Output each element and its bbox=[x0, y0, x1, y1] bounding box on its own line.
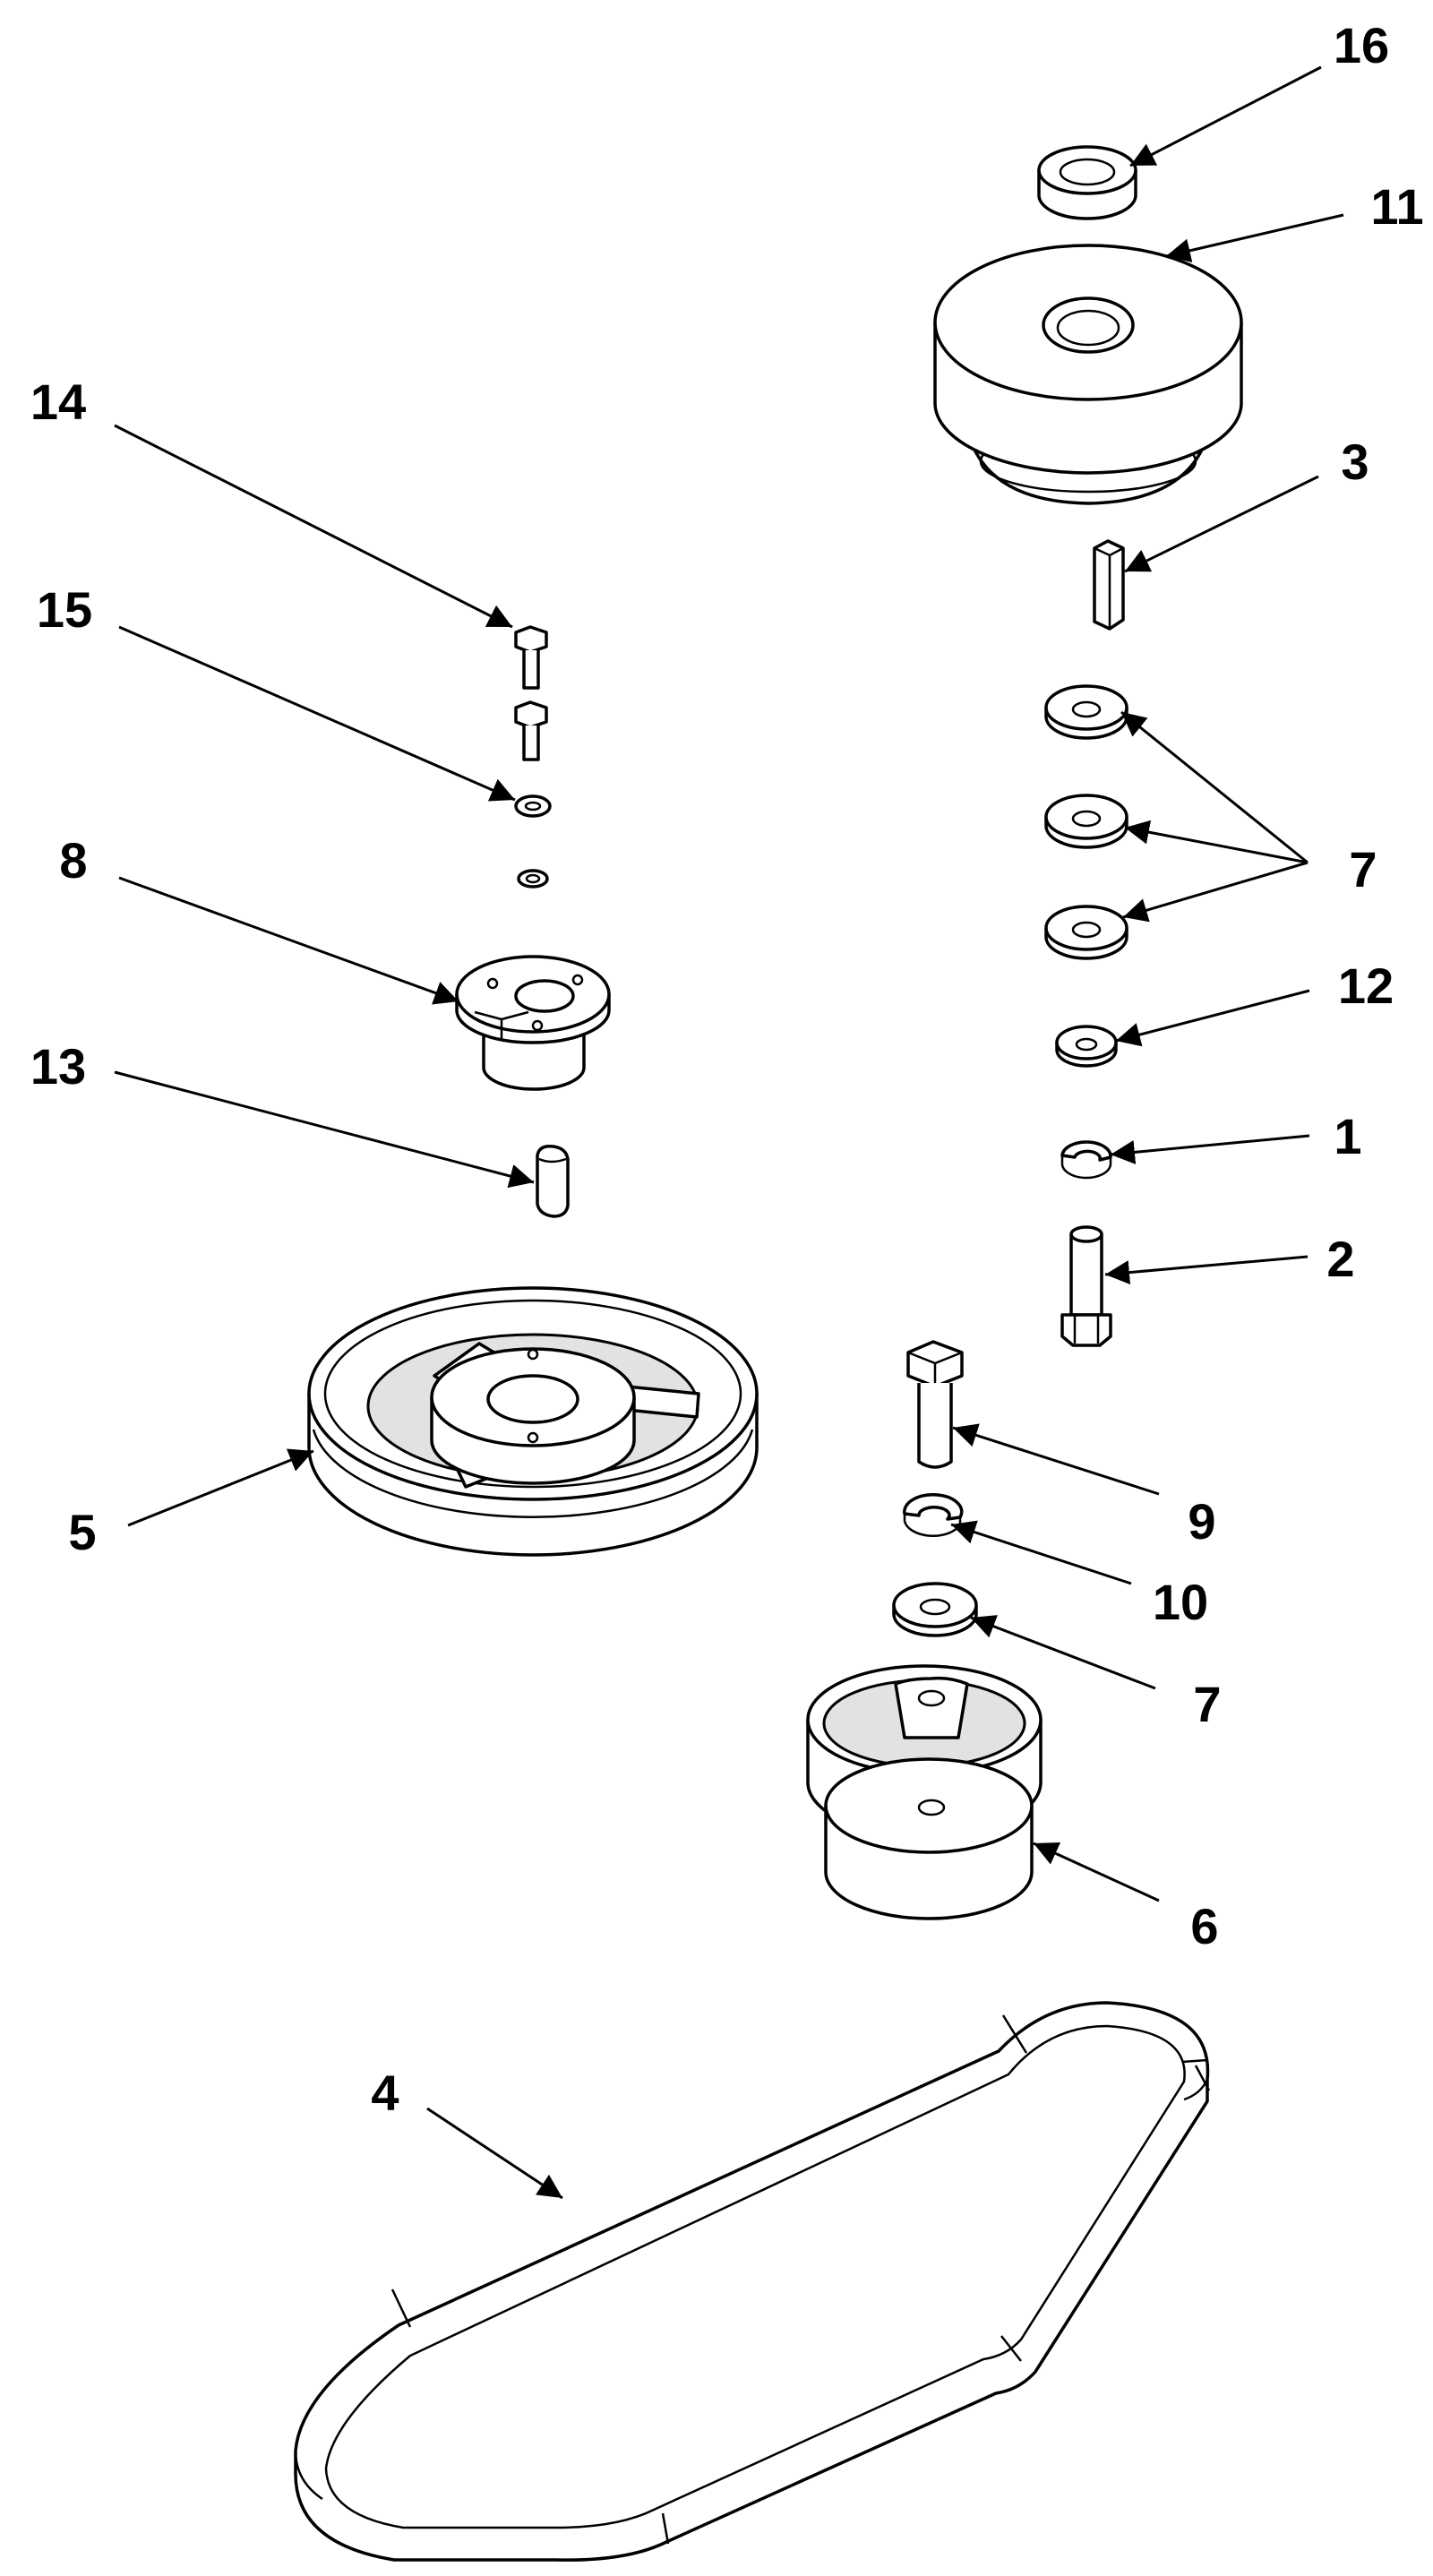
callout-12: 12 bbox=[1338, 957, 1394, 1014]
callout-7-upper: 7 bbox=[1349, 841, 1377, 897]
leader-8 bbox=[118, 876, 459, 1005]
part-1-lock-washer bbox=[1060, 1140, 1112, 1180]
callout-14: 14 bbox=[30, 374, 86, 430]
callout-1: 1 bbox=[1334, 1108, 1361, 1164]
callout-8: 8 bbox=[59, 832, 87, 889]
part-15-lock-washers bbox=[514, 794, 552, 889]
part-9-hex-bolt bbox=[906, 1340, 964, 1469]
part-4-belt bbox=[294, 2001, 1211, 2562]
leader-13 bbox=[114, 1070, 535, 1189]
leader-7a-top bbox=[1120, 710, 1309, 864]
leader-10 bbox=[950, 1520, 1132, 1585]
leader-12 bbox=[1115, 989, 1310, 1047]
callout-6: 6 bbox=[1190, 1898, 1218, 1954]
washer-7-middle bbox=[1044, 794, 1128, 849]
leader-14 bbox=[114, 424, 513, 629]
leader-15 bbox=[118, 625, 516, 802]
leader-6 bbox=[1033, 1842, 1160, 1902]
part-8-hub bbox=[455, 955, 611, 1091]
leader-1 bbox=[1110, 1134, 1310, 1164]
washer-7-bottom bbox=[1044, 905, 1128, 960]
washer-7-top bbox=[1044, 684, 1128, 740]
callout-5: 5 bbox=[68, 1504, 96, 1560]
callout-15: 15 bbox=[37, 581, 92, 638]
leader-7b bbox=[970, 1615, 1156, 1690]
leader-3 bbox=[1124, 475, 1319, 573]
callout-13: 13 bbox=[30, 1038, 86, 1095]
part-7-washers-group bbox=[1044, 684, 1128, 960]
leader-4 bbox=[426, 2107, 563, 2200]
washer-7-lower bbox=[892, 1582, 978, 1637]
leader-16 bbox=[1129, 65, 1322, 167]
part-13-key bbox=[536, 1144, 570, 1218]
part-10-lock-washer bbox=[903, 1493, 964, 1537]
callout-9: 9 bbox=[1188, 1493, 1215, 1550]
callout-11: 11 bbox=[1370, 178, 1423, 235]
callout-10: 10 bbox=[1153, 1574, 1208, 1630]
part-6-idler-pulley bbox=[806, 1664, 1043, 1920]
callout-7-lower: 7 bbox=[1193, 1676, 1221, 1732]
part-12-washer bbox=[1055, 1025, 1118, 1068]
leader-5 bbox=[127, 1448, 314, 1527]
leader-7a-bottom bbox=[1122, 861, 1309, 923]
leader-lines bbox=[114, 65, 1344, 2200]
part-11-clutch bbox=[933, 244, 1243, 505]
part-14-cap-screws bbox=[514, 625, 548, 761]
leader-9 bbox=[952, 1423, 1160, 1496]
part-3-key bbox=[1093, 539, 1125, 631]
callout-4: 4 bbox=[371, 2065, 399, 2121]
callout-16: 16 bbox=[1334, 17, 1389, 73]
part-16-spacer bbox=[1037, 145, 1137, 220]
callout-3: 3 bbox=[1341, 434, 1369, 490]
part-5-large-pulley bbox=[307, 1286, 759, 1557]
callout-labels: 16 11 14 3 15 8 7 12 13 1 2 5 9 10 7 6 4 bbox=[30, 17, 1424, 2121]
callout-2: 2 bbox=[1326, 1231, 1354, 1287]
leader-2 bbox=[1104, 1255, 1309, 1285]
leader-7a-middle bbox=[1124, 820, 1309, 864]
part-2-bolt bbox=[1060, 1225, 1112, 1347]
leader-11 bbox=[1165, 213, 1344, 263]
